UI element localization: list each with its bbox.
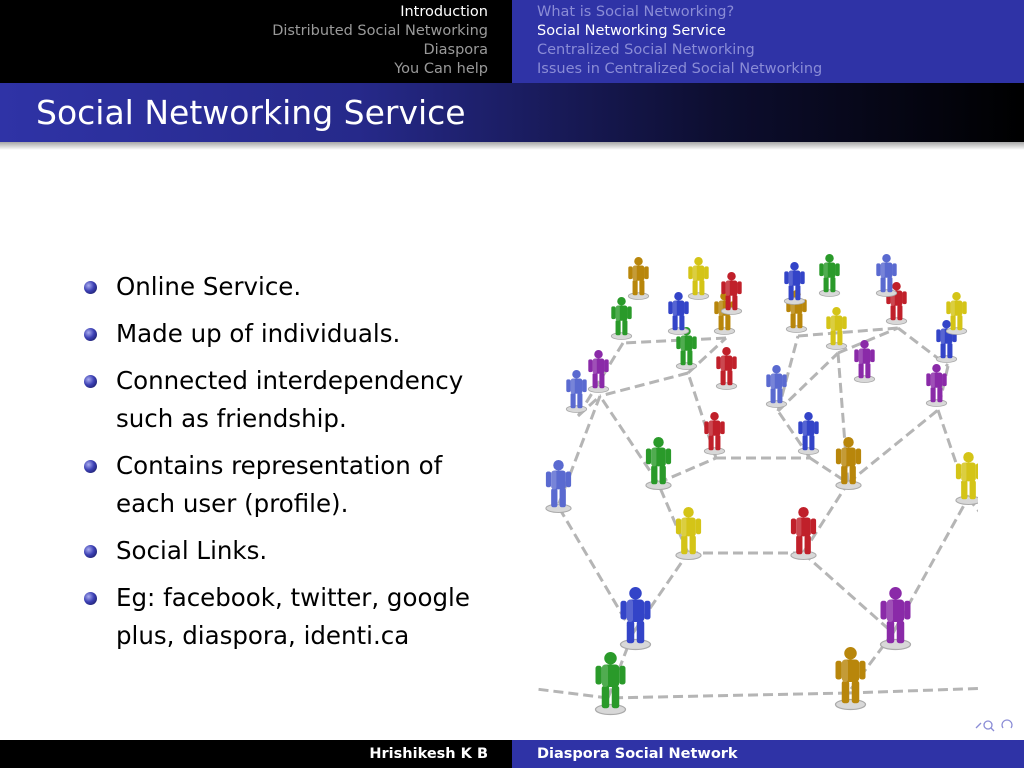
person-figure — [835, 437, 862, 491]
person-figure — [790, 507, 817, 561]
person-figure — [875, 254, 898, 297]
connection-line — [891, 497, 970, 634]
bullet-icon — [84, 545, 97, 558]
person-figure — [945, 292, 968, 335]
list-item: Eg: facebook, twitter, google plus, dias… — [84, 579, 504, 655]
person-figure — [955, 452, 978, 506]
list-item: Made up of individuals. — [84, 315, 504, 353]
person-figure — [825, 307, 848, 350]
frame-title: Social Networking Service — [36, 93, 466, 132]
connection-line — [776, 335, 800, 412]
connection-line — [797, 326, 899, 338]
connection-line — [657, 456, 717, 485]
person-figure — [818, 254, 841, 297]
frame-title-bar: Social Networking Service — [0, 83, 1024, 142]
connection-line — [622, 336, 727, 345]
list-item: Connected interdependency such as friend… — [84, 362, 504, 438]
nav-subsection-what-is[interactable]: What is Social Networking? — [537, 4, 735, 20]
list-item-text: Eg: facebook, twitter, google plus, dias… — [116, 583, 470, 650]
person-figure — [610, 297, 633, 340]
bullet-icon — [84, 460, 97, 473]
connection-line — [801, 482, 850, 554]
subsection-navigation: What is Social Networking? Social Networ… — [512, 0, 1024, 83]
person-figure — [925, 364, 948, 407]
connection-line — [802, 551, 894, 635]
list-item-text: Made up of individuals. — [116, 319, 401, 348]
connection-line — [837, 326, 899, 355]
list-item-text: Contains representation of each user (pr… — [116, 451, 443, 518]
person-figure — [587, 350, 610, 393]
person-figure — [565, 370, 588, 413]
list-item-text: Connected interdependency such as friend… — [116, 366, 464, 433]
nav-section-you-can-help[interactable]: You Can help — [394, 61, 488, 77]
person-figure — [545, 460, 572, 514]
social-network-illustration — [538, 254, 978, 716]
back-icon[interactable] — [1001, 719, 1013, 729]
bullet-icon — [84, 281, 97, 294]
person-figure — [594, 652, 627, 716]
person-figure — [783, 262, 806, 305]
footer-author: Hrishikesh K B — [0, 740, 512, 768]
person-figure — [645, 437, 672, 491]
person-figure — [675, 327, 698, 370]
nav-section-introduction[interactable]: Introduction — [400, 4, 488, 20]
section-navigation: Introduction Distributed Social Networki… — [0, 0, 512, 83]
nav-subsection-issues[interactable]: Issues in Centralized Social Networking — [537, 61, 823, 77]
person-figure — [667, 292, 690, 335]
bullet-list: Online Service. Made up of individuals. … — [84, 268, 504, 664]
list-item: Contains representation of each user (pr… — [84, 447, 504, 523]
nav-section-diaspora[interactable]: Diaspora — [423, 42, 488, 58]
list-item: Online Service. — [84, 268, 504, 306]
person-figure — [619, 587, 652, 651]
list-item: Social Links. — [84, 532, 504, 570]
connection-line — [656, 482, 690, 554]
person-figure — [703, 412, 726, 455]
search-icon[interactable] — [983, 720, 993, 730]
person-figure — [879, 587, 912, 651]
zoom-icon[interactable] — [975, 722, 982, 729]
nav-subsection-centralized[interactable]: Centralized Social Networking — [537, 42, 755, 58]
bullet-icon — [84, 375, 97, 388]
person-figure — [720, 272, 743, 315]
connection-line — [598, 395, 660, 484]
footer-talk-title: Diaspora Social Network — [512, 740, 1024, 768]
person-figure — [853, 340, 876, 383]
person-figure — [785, 290, 808, 333]
list-item-text: Social Links. — [116, 536, 268, 565]
list-item-text: Online Service. — [116, 272, 302, 301]
person-figure — [627, 257, 650, 300]
beamer-headline: Introduction Distributed Social Networki… — [0, 0, 1024, 83]
nav-subsection-sns[interactable]: Social Networking Service — [537, 23, 726, 39]
title-shadow — [0, 142, 1024, 150]
person-figure — [687, 257, 710, 300]
search-icon-handle — [990, 727, 995, 732]
connection-line — [599, 371, 689, 398]
navigation-symbols[interactable] — [973, 716, 1021, 734]
connection-line — [606, 632, 635, 699]
person-figure — [834, 647, 867, 711]
bullet-icon — [84, 328, 97, 341]
bullet-icon — [84, 592, 97, 605]
connection-line — [847, 687, 978, 695]
network-people — [545, 254, 978, 716]
person-figure — [935, 320, 958, 363]
nav-section-distributed[interactable]: Distributed Social Networking — [272, 23, 488, 39]
person-figure — [715, 347, 738, 390]
connection-line — [776, 351, 840, 413]
person-figure — [797, 412, 820, 455]
beamer-footline: Hrishikesh K B Diaspora Social Network — [0, 740, 1024, 768]
connection-line — [576, 394, 602, 418]
connection-line — [607, 691, 849, 700]
person-figure — [675, 507, 702, 561]
connection-line — [538, 687, 609, 700]
connection-line — [847, 408, 939, 485]
person-figure — [765, 365, 788, 408]
